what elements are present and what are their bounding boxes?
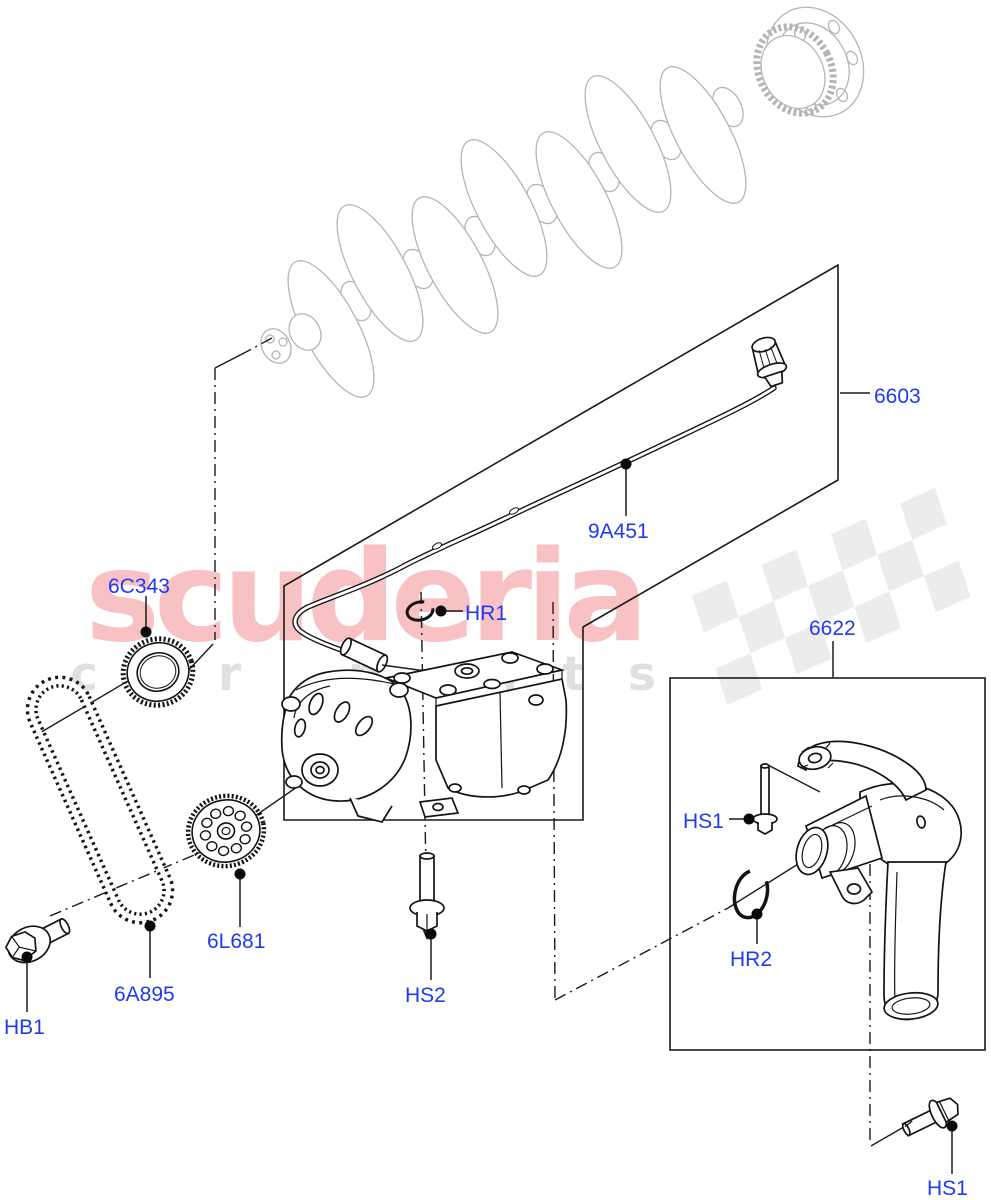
part-label-6603[interactable]: 6603	[874, 385, 921, 408]
dipstick-pump-group-box	[283, 263, 839, 821]
hr1-snap-ring-drawing	[405, 600, 435, 622]
hs2-bolt-drawing	[409, 852, 445, 941]
watermark-letter: r	[218, 647, 242, 702]
leader-dots	[21, 458, 958, 1132]
hr2-snap-ring-drawing	[732, 868, 770, 920]
part-label-HB1[interactable]: HB1	[4, 1016, 45, 1039]
part-label-HR2[interactable]: HR2	[730, 948, 772, 971]
part-label-HS2[interactable]: HS2	[405, 984, 446, 1007]
pickup-tube-group-box	[669, 677, 986, 1051]
label-leaders	[26, 392, 953, 1174]
part-label-6622[interactable]: 6622	[809, 617, 856, 640]
part-label-9A451[interactable]: 9A451	[588, 520, 649, 543]
watermark-letter: s	[628, 647, 656, 702]
checkered-flag-watermark	[692, 487, 971, 706]
crank-sprocket-drawing	[120, 636, 196, 708]
dipstick-tube-drawing	[292, 336, 788, 677]
hs1-upper-bolt-drawing	[752, 763, 778, 835]
part-label-HR1[interactable]: HR1	[465, 602, 507, 625]
pump-sprocket-drawing	[185, 793, 267, 869]
part-label-6L681[interactable]: 6L681	[207, 930, 265, 953]
oil-pump-chain-drawing	[25, 675, 175, 925]
part-label-HS1-upper[interactable]: HS1	[683, 810, 724, 833]
part-label-HS1-lower[interactable]: HS1	[927, 1177, 968, 1200]
hb1-bolt-drawing	[4, 917, 71, 964]
watermark-letter: t	[562, 647, 584, 702]
dipstick-tube-connector	[339, 637, 389, 673]
part-label-6C343[interactable]: 6C343	[108, 575, 170, 598]
part-label-6A895[interactable]: 6A895	[114, 983, 175, 1006]
hs1-lower-bolt-drawing	[901, 1097, 959, 1137]
part-labels: 6603 9A451 6C343 HR1 6622 HS1 6L681 6A89…	[4, 385, 968, 1200]
pickup-tube-drawing	[795, 740, 963, 1021]
crankshaft-drawing	[260, 6, 865, 398]
oil-pump-drawing	[280, 651, 568, 823]
dipstick-plug-drawing	[751, 336, 788, 388]
